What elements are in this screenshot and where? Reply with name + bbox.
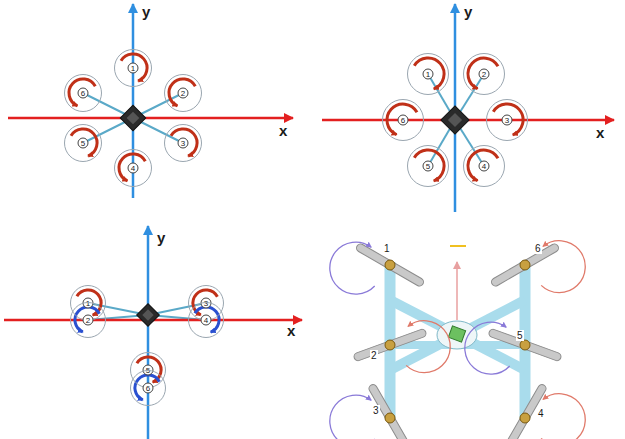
board-chip xyxy=(127,112,140,125)
control-board xyxy=(120,105,145,130)
forward-arrow xyxy=(456,262,458,320)
axis-label: x xyxy=(596,124,604,141)
x-axis xyxy=(8,117,293,120)
motor-number: 4 xyxy=(201,315,212,326)
motor-hub xyxy=(385,413,395,423)
spin-arrow xyxy=(121,54,147,81)
propeller xyxy=(490,243,560,288)
motor-circle: 2 xyxy=(164,74,202,112)
spin-arrow xyxy=(135,375,159,400)
motor-circle: 4 xyxy=(188,302,224,338)
motor-number: 6 xyxy=(398,115,409,126)
axis-label: y xyxy=(142,3,150,20)
motor-number: 1 xyxy=(128,63,139,74)
propeller xyxy=(488,328,562,362)
spin-arrow xyxy=(69,79,95,106)
motor-circle: 4 xyxy=(114,149,152,187)
motor-number: 1 xyxy=(423,69,434,80)
spin-arrow xyxy=(119,154,145,181)
propeller xyxy=(353,328,427,362)
motor-circle: 2 xyxy=(463,53,505,95)
board-chip xyxy=(142,309,153,320)
spin-arrow xyxy=(468,150,498,181)
board-chip xyxy=(448,113,462,127)
motor-number: 2 xyxy=(479,69,490,80)
spin-arrow xyxy=(171,129,197,156)
axis-label: y xyxy=(464,3,472,20)
spin-arrow xyxy=(541,241,585,293)
spin-arrow xyxy=(75,307,99,332)
spin-arrow xyxy=(541,394,585,439)
motor-number: 2 xyxy=(83,315,94,326)
motor-number: 6 xyxy=(78,88,89,99)
motor-circle: 2 xyxy=(70,302,106,338)
spin-arrow xyxy=(330,242,375,294)
motor-circle: 6 xyxy=(382,99,424,141)
control-board xyxy=(137,304,160,327)
axis-label: y xyxy=(157,229,165,246)
spin-arrow xyxy=(406,321,450,373)
propeller xyxy=(503,383,548,439)
callout-number: 5 xyxy=(516,330,524,341)
control-board xyxy=(448,326,465,342)
motor-circle: 1 xyxy=(407,53,449,95)
motor-hub xyxy=(520,340,530,350)
spin-arrow xyxy=(387,104,417,135)
callout-number: 3 xyxy=(372,405,380,416)
motor-number: 4 xyxy=(128,163,139,174)
motor-circle: 5 xyxy=(407,145,449,187)
motor-hub xyxy=(520,260,530,270)
motor-circle: 3 xyxy=(164,124,202,162)
callout-number: 6 xyxy=(534,243,542,254)
motor-circle: 1 xyxy=(114,49,152,87)
spin-arrow xyxy=(71,129,97,156)
axis-label: x xyxy=(287,322,295,339)
motor-number: 6 xyxy=(143,383,154,394)
motor-number: 1 xyxy=(83,298,94,309)
motor-number: 3 xyxy=(502,115,513,126)
spin-arrow xyxy=(330,395,375,439)
motor-circle: 3 xyxy=(486,99,528,141)
motor-number: 5 xyxy=(78,138,89,149)
motor-circle: 5 xyxy=(64,124,102,162)
callout-number: 1 xyxy=(383,243,391,254)
propeller xyxy=(355,243,425,288)
callout-number: 2 xyxy=(370,350,378,361)
motor-number: 5 xyxy=(423,161,434,172)
motor-number: 4 xyxy=(479,161,490,172)
motor-circle: 6 xyxy=(64,74,102,112)
centre-plate xyxy=(437,321,477,349)
y-axis xyxy=(147,226,150,439)
motor-hub xyxy=(385,260,395,270)
spin-arrow xyxy=(414,150,444,181)
propeller xyxy=(368,383,413,439)
control-board xyxy=(441,106,469,134)
spin-arrow xyxy=(493,104,523,135)
spin-arrow xyxy=(414,58,444,89)
motor-hub xyxy=(385,340,395,350)
callout-number: 4 xyxy=(537,408,545,419)
spin-arrow xyxy=(169,79,195,106)
front-mark xyxy=(450,245,466,247)
motor-number: 3 xyxy=(178,138,189,149)
motor-number: 2 xyxy=(178,88,189,99)
motor-hub xyxy=(520,413,530,423)
axis-label: x xyxy=(279,122,287,139)
motor-circle: 4 xyxy=(463,145,505,187)
motor-circle: 6 xyxy=(130,370,166,406)
spin-arrow xyxy=(468,58,498,89)
spin-arrow xyxy=(195,307,219,332)
motor-number: 3 xyxy=(201,298,212,309)
spin-arrow xyxy=(465,322,510,374)
